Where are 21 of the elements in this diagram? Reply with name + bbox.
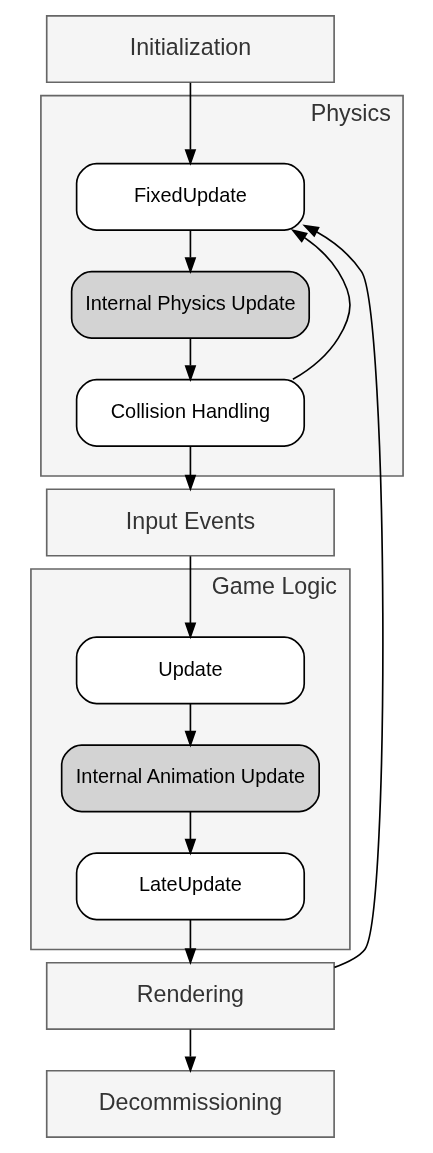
node-box: Initialization <box>45 15 335 84</box>
arrow <box>184 337 196 382</box>
node-box: Internal Animation Update <box>60 744 320 813</box>
arrow <box>301 224 384 969</box>
arrow <box>184 703 196 748</box>
node-box: Internal Physics Update <box>70 270 310 339</box>
node-box: Rendering <box>45 961 335 1031</box>
node-box: Decommissioning <box>45 1069 335 1138</box>
node-box: Update <box>75 636 305 705</box>
arrow <box>184 1028 196 1074</box>
arrow <box>184 445 196 492</box>
arrow <box>184 81 196 166</box>
arrow <box>184 555 196 640</box>
arrow <box>290 229 351 381</box>
node-box: FixedUpdate <box>75 162 305 231</box>
node-box: LateUpdate <box>75 852 305 921</box>
arrow <box>184 811 196 856</box>
node-box: Input Events <box>45 488 335 557</box>
arrow <box>184 229 196 274</box>
arrow <box>184 919 196 965</box>
node-box: Collision Handling <box>75 378 305 447</box>
